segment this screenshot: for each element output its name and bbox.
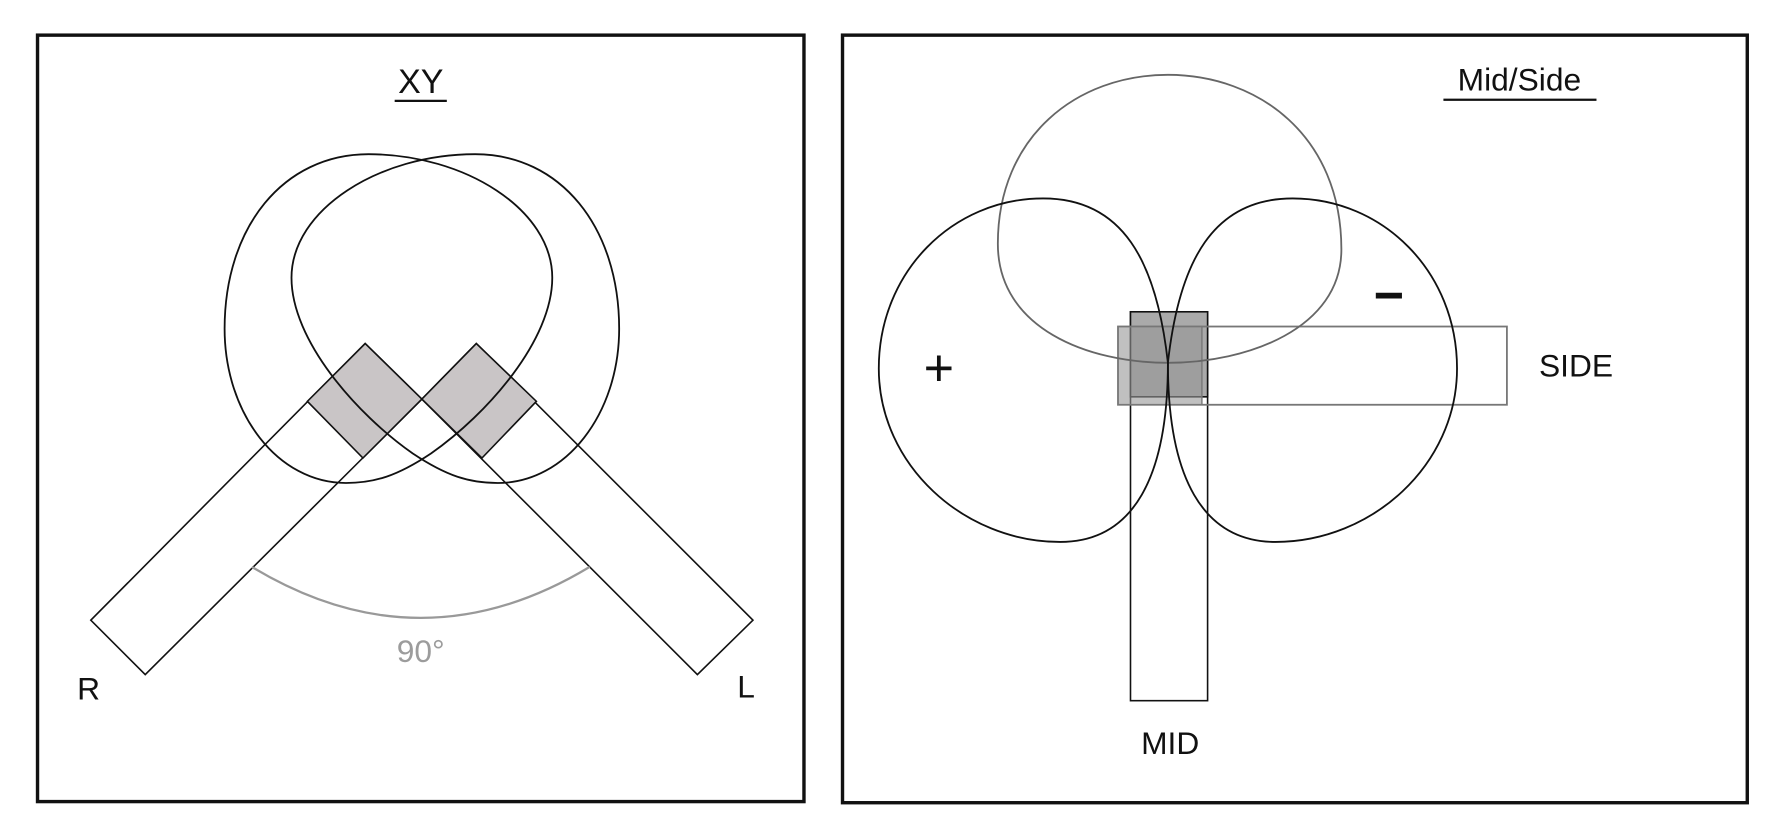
- left-mic-polar-pattern: [290, 153, 621, 484]
- left-channel-label: L: [737, 668, 755, 704]
- positive-polarity-label: +: [924, 339, 954, 397]
- side-label: SIDE: [1539, 347, 1613, 383]
- right-mic-polar-pattern: [223, 153, 554, 484]
- angle-arc: [251, 565, 591, 620]
- mid-side-frame: [840, 33, 1749, 805]
- left-mic-capsule: [420, 342, 538, 460]
- side-mic-capsule: [1117, 325, 1203, 406]
- side-positive-lobe: [877, 197, 1169, 543]
- mid-side-panel: Mid/Side + − SIDE MID: [840, 33, 1749, 805]
- xy-frame: [35, 33, 806, 804]
- mid-label: MID: [1141, 725, 1199, 761]
- side-negative-lobe: [1167, 197, 1458, 543]
- mid-polar-pattern: [996, 73, 1343, 364]
- xy-panel: XY 90° R L: [35, 33, 806, 804]
- xy-title: XY: [398, 63, 443, 101]
- negative-polarity-label: −: [1374, 267, 1404, 325]
- angle-label: 90°: [397, 633, 445, 669]
- mid-side-title: Mid/Side: [1458, 62, 1581, 98]
- right-channel-label: R: [77, 671, 100, 707]
- right-mic-capsule: [306, 342, 424, 460]
